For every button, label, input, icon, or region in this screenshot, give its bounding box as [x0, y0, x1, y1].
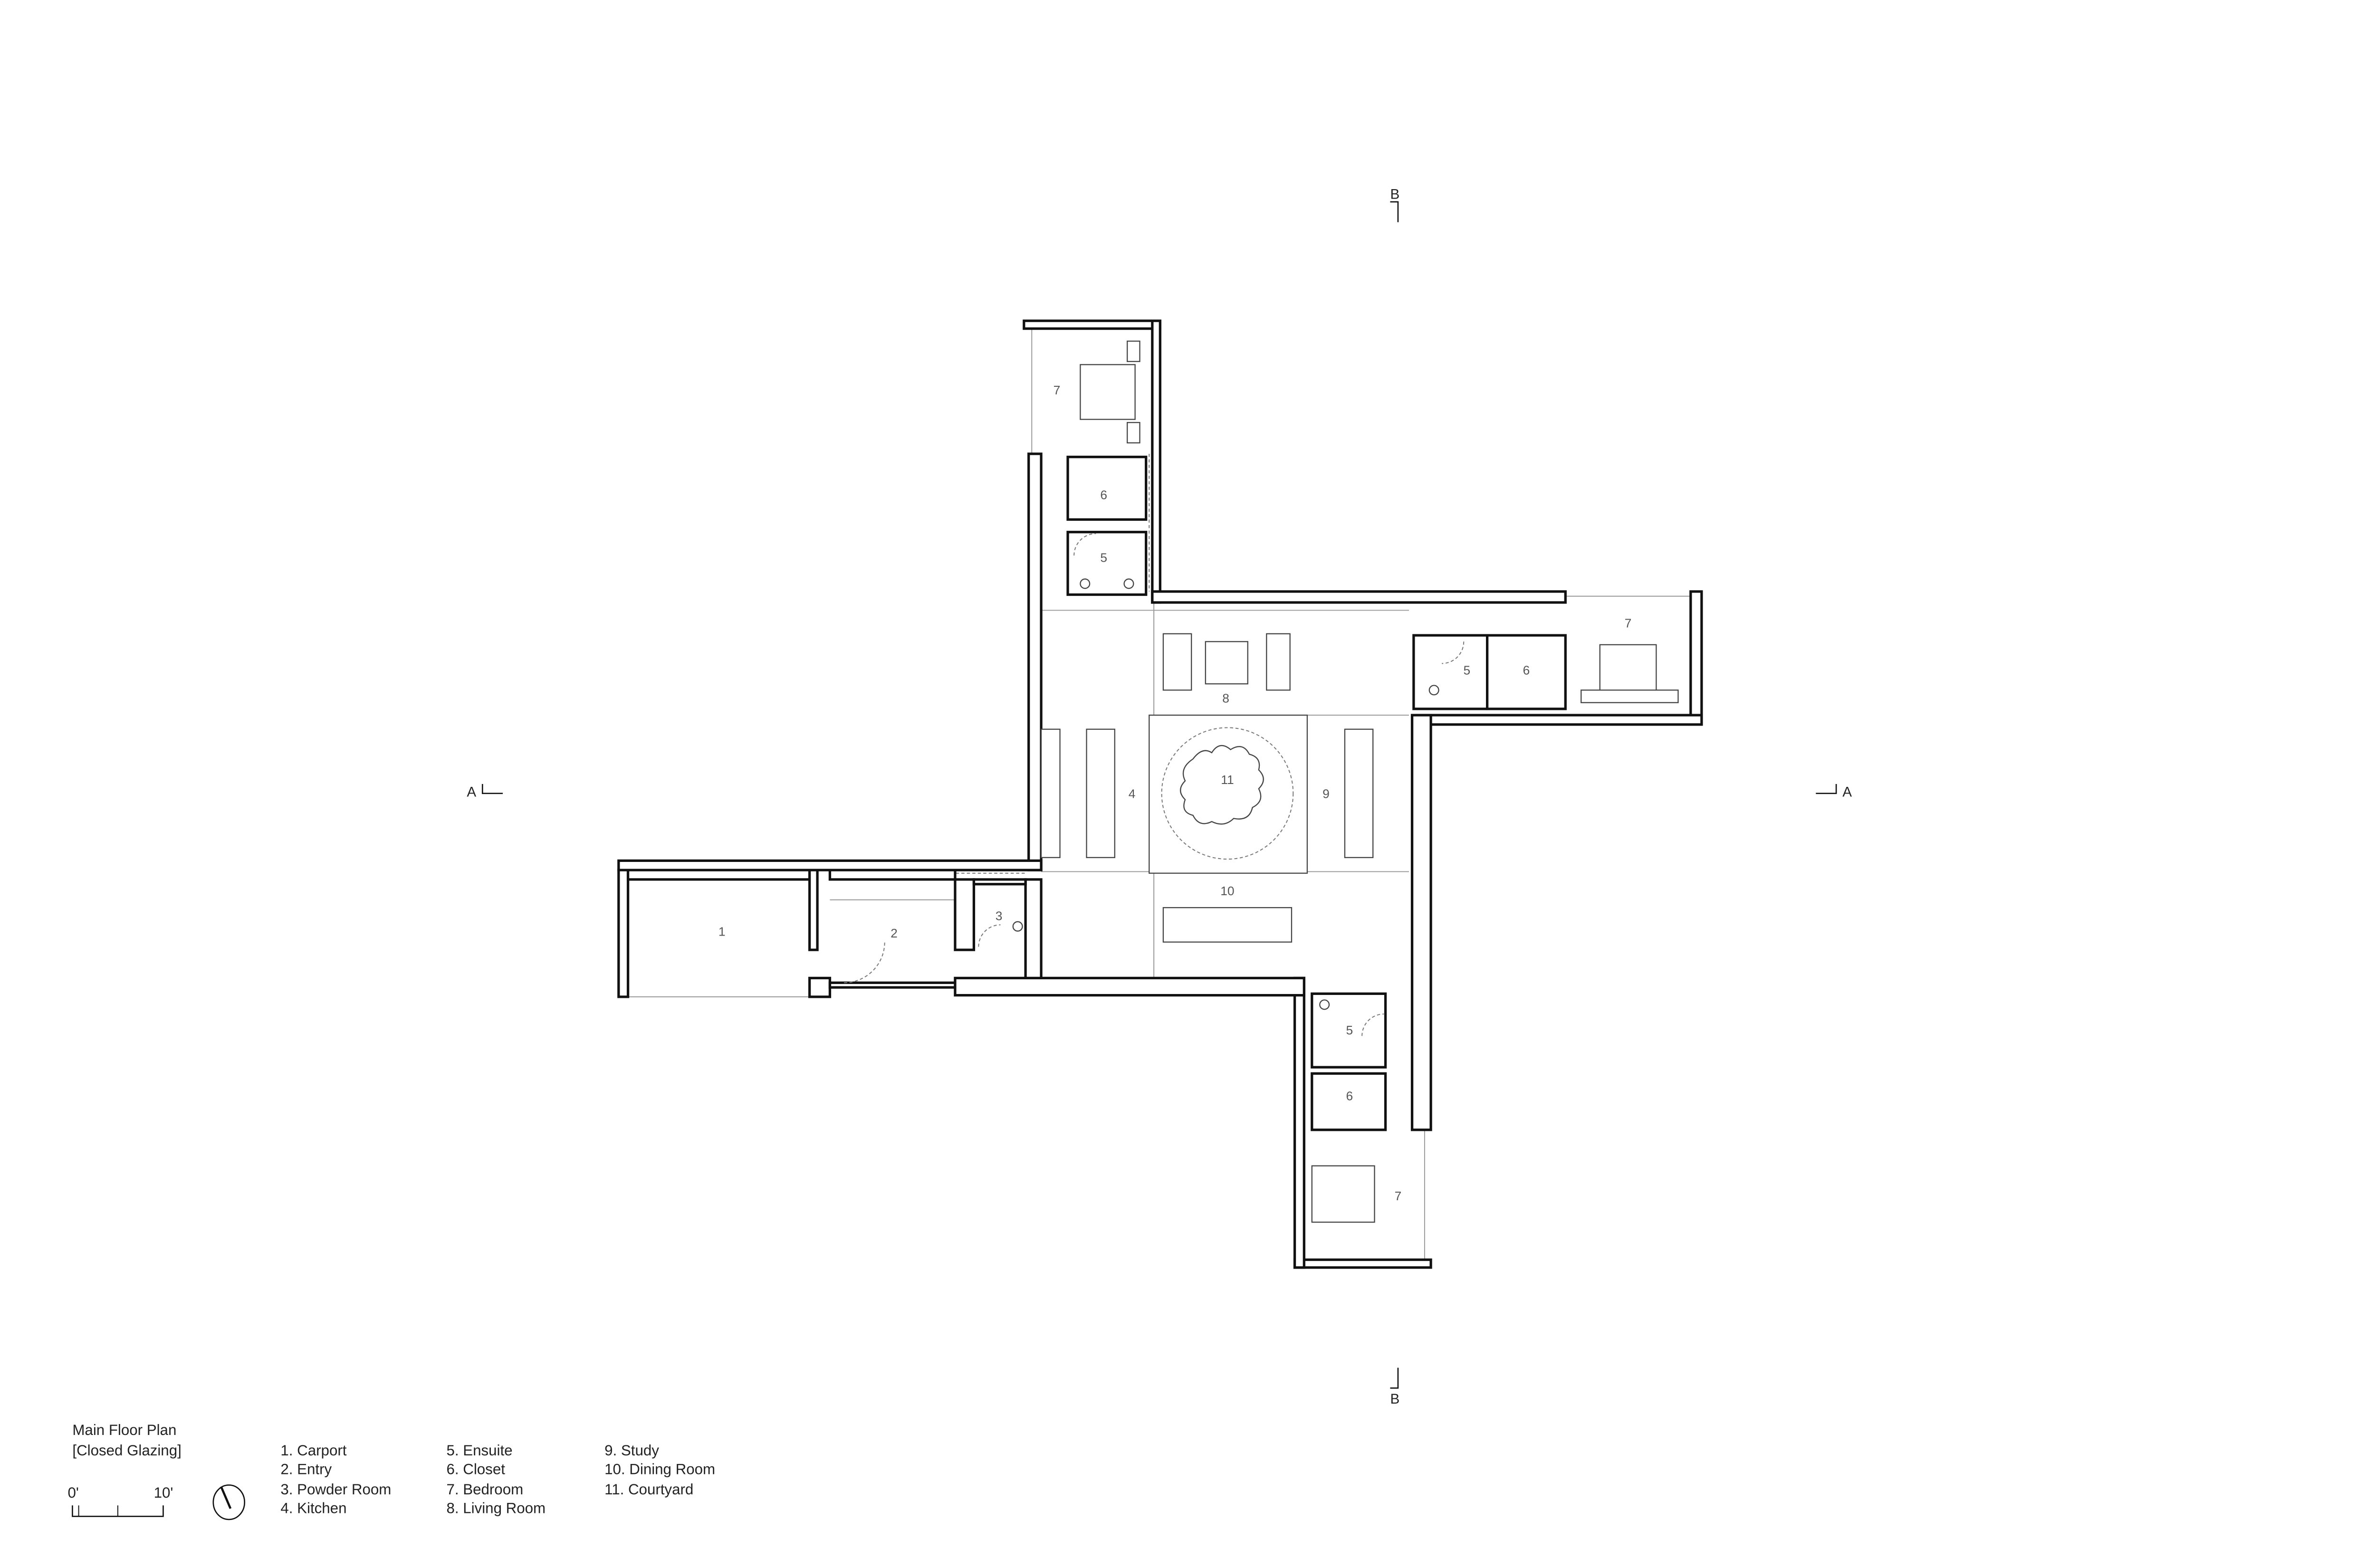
section-marker-b-bottom: B [1390, 1391, 1399, 1407]
scale-end-label: 10' [154, 1484, 173, 1501]
study-desk [1344, 728, 1374, 858]
legend-item: 9. Study [604, 1442, 659, 1459]
room-label-courtyard: 11 [1221, 773, 1234, 787]
section-marker-b-top: B [1390, 186, 1399, 202]
section-marker-a-right: A [1842, 784, 1852, 800]
service-rooms [844, 456, 1567, 1131]
legend-item: 11. Courtyard [604, 1481, 693, 1498]
room-label-ensuite: 5 [1346, 1023, 1353, 1037]
section-marker-a-left: A [467, 784, 476, 800]
legend-item: 2. Entry [280, 1461, 332, 1477]
north-arrow-icon [212, 1484, 245, 1520]
room-labels: 1 2 3 4 5 5 5 6 6 6 7 7 7 8 9 10 11 [719, 383, 1632, 1203]
room-label-closet: 6 [1100, 488, 1107, 502]
legend-item: 10. Dining Room [604, 1461, 715, 1477]
room-label-living: 8 [1222, 691, 1229, 706]
sofa [1162, 633, 1192, 691]
room-label-entry: 2 [891, 926, 898, 940]
room-label-carport: 1 [719, 924, 726, 938]
kitchen-counter [1040, 728, 1061, 858]
bed-south [1311, 1165, 1375, 1223]
room-label-bedroom: 7 [1395, 1189, 1402, 1203]
legend: 1. Carport 2. Entry 3. Powder Room 4. Ki… [280, 1442, 715, 1517]
room-label-bedroom: 7 [1625, 616, 1632, 631]
sofa [1266, 633, 1291, 691]
kitchen-island [1086, 728, 1115, 858]
room-label-study: 9 [1322, 787, 1330, 801]
legend-item: 1. Carport [280, 1442, 346, 1459]
room-label-kitchen: 4 [1129, 787, 1136, 801]
room-label-closet: 6 [1523, 663, 1530, 677]
room-label-ensuite: 5 [1463, 663, 1470, 677]
legend-item: 5. Ensuite [447, 1442, 513, 1459]
title-block: Main Floor Plan [Closed Glazing] 0' 10' [68, 1422, 245, 1520]
bed-north [1080, 364, 1136, 420]
section-markers: B B A A [467, 186, 1852, 1407]
tree-canopy [1161, 727, 1294, 860]
room-label-powder: 3 [996, 909, 1003, 923]
legend-item: 7. Bedroom [447, 1481, 524, 1498]
walls [617, 319, 1703, 1269]
legend-item: 8. Living Room [447, 1500, 546, 1517]
plan-title: Main Floor Plan [72, 1422, 176, 1438]
room-label-ensuite: 5 [1100, 550, 1107, 564]
coffee-table [1205, 641, 1248, 685]
plan-subtitle: [Closed Glazing] [72, 1442, 181, 1459]
room-label-closet: 6 [1346, 1089, 1353, 1103]
room-label-dining: 10 [1220, 884, 1234, 898]
legend-item: 6. Closet [447, 1461, 506, 1477]
furniture [1040, 340, 1679, 1223]
room-label-bedroom: 7 [1054, 383, 1061, 397]
legend-item: 4. Kitchen [280, 1500, 346, 1517]
legend-item: 3. Powder Room [280, 1481, 391, 1498]
scale-start-label: 0' [68, 1484, 79, 1501]
dining-table [1162, 907, 1293, 943]
